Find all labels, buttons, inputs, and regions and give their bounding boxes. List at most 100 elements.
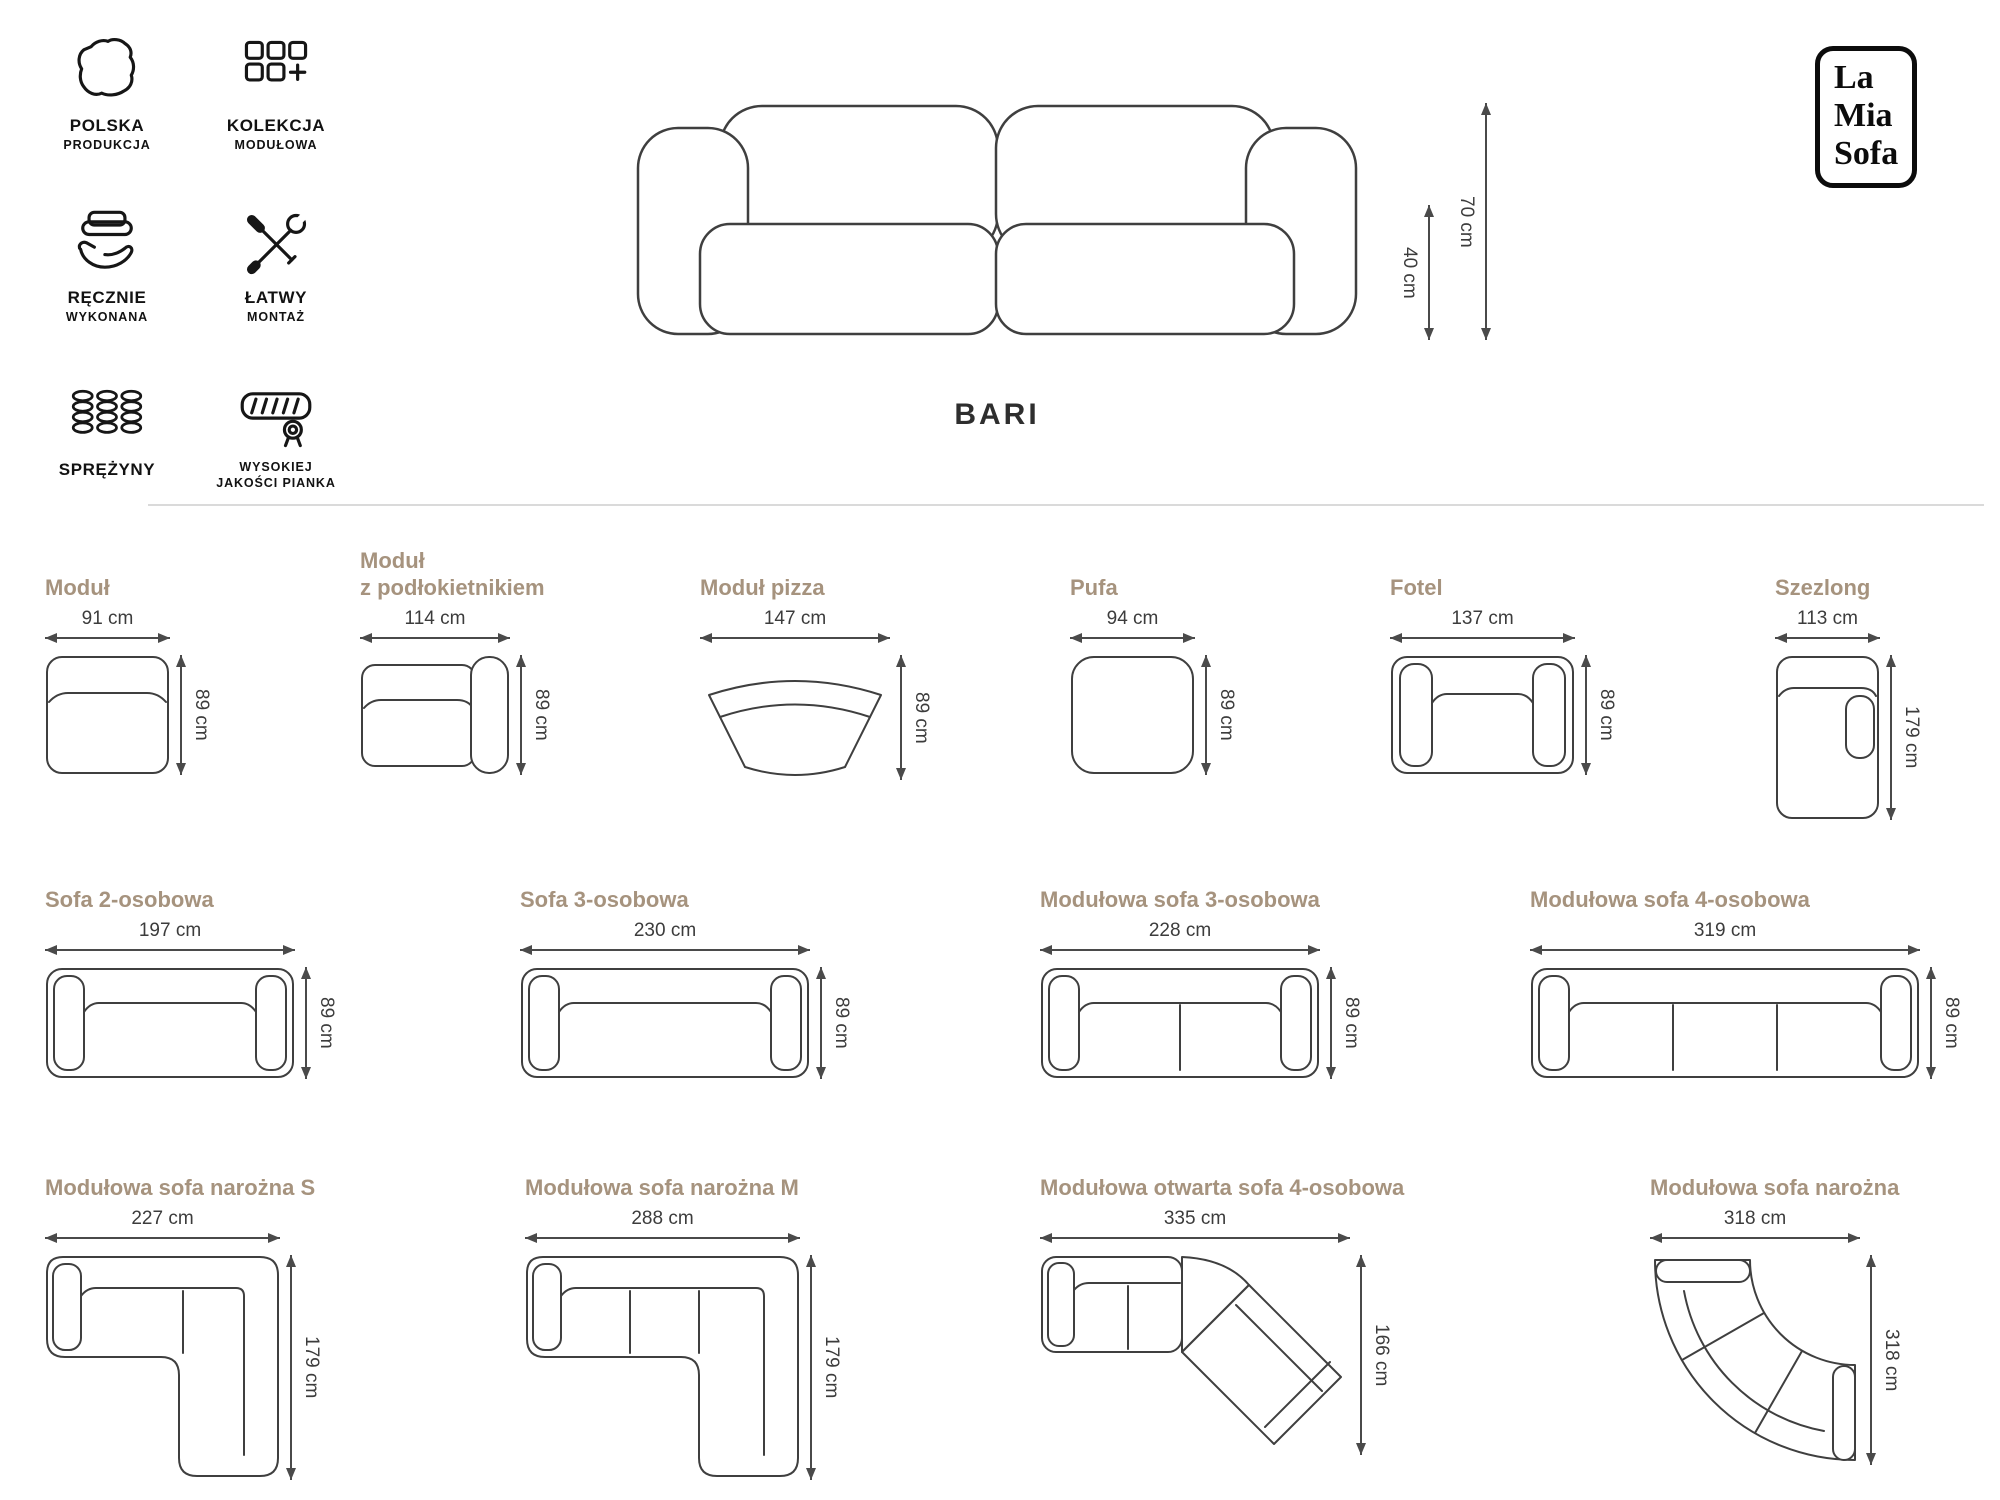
vertical-arrow bbox=[1480, 103, 1491, 340]
module-drawing bbox=[1071, 656, 1194, 774]
width-dimension: 227 cm bbox=[45, 1208, 280, 1243]
horizontal-arrow bbox=[45, 944, 295, 955]
total-height-label: 70 cm bbox=[1456, 195, 1477, 248]
module-drawing bbox=[1041, 968, 1319, 1078]
width-dimension-label: 228 cm bbox=[1148, 920, 1212, 941]
feature-title: KOLEKCJA bbox=[226, 116, 326, 135]
product-title: BARI bbox=[954, 398, 1040, 431]
height-dimension-label: 89 cm bbox=[1941, 997, 1962, 1049]
width-dimension: 91 cm bbox=[45, 608, 170, 643]
module-name: Moduł z podłokietnikiem bbox=[360, 548, 545, 601]
horizontal-arrow bbox=[45, 1232, 280, 1243]
vertical-arrow bbox=[1200, 655, 1211, 775]
module-drawing bbox=[708, 680, 882, 776]
module-drawing bbox=[46, 968, 294, 1078]
horizontal-arrow bbox=[1390, 632, 1575, 643]
vertical-arrow bbox=[805, 1255, 816, 1480]
module-name: Fotel bbox=[1390, 575, 1443, 601]
feature-subtitle: MODUŁOWA bbox=[234, 138, 318, 152]
width-dimension-label: 227 cm bbox=[131, 1208, 194, 1229]
height-dimension-label: 89 cm bbox=[191, 689, 212, 741]
feature-subtitle: JAKOŚCI PIANKA bbox=[216, 476, 336, 490]
modular-collection-icon bbox=[244, 40, 308, 82]
width-dimension-label: 137 cm bbox=[1451, 608, 1514, 629]
vertical-arrow bbox=[1865, 1255, 1876, 1465]
height-dimension-label: 89 cm bbox=[531, 689, 552, 741]
horizontal-arrow bbox=[520, 944, 810, 955]
feature-title: WYSOKIEJ bbox=[239, 460, 313, 474]
feature-recznie-wykonana: RĘCZNIE WYKONANA bbox=[26, 206, 188, 352]
vertical-arrow bbox=[285, 1255, 296, 1480]
handmade-icon bbox=[77, 210, 134, 269]
height-dimension: 89 cm bbox=[1200, 655, 1237, 775]
width-dimension: 114 cm bbox=[360, 608, 510, 643]
horizontal-arrow bbox=[360, 632, 510, 643]
width-dimension: 147 cm bbox=[700, 608, 890, 643]
seat-height-dimension: 40 cm bbox=[1398, 205, 1434, 340]
module-name: Szezlong bbox=[1775, 575, 1871, 601]
module-drawing bbox=[361, 656, 509, 774]
width-dimension-label: 319 cm bbox=[1693, 920, 1757, 941]
horizontal-arrow bbox=[1070, 632, 1195, 643]
horizontal-arrow bbox=[1650, 1232, 1860, 1243]
width-dimension-label: 288 cm bbox=[631, 1208, 694, 1229]
height-dimension: 89 cm bbox=[1580, 655, 1617, 775]
width-dimension: 319 cm bbox=[1530, 920, 1920, 955]
height-dimension-label: 89 cm bbox=[831, 997, 852, 1049]
module-drawing bbox=[1391, 656, 1574, 774]
feature-kolekcja-modulowa: KOLEKCJA MODUŁOWA bbox=[188, 34, 364, 180]
vertical-arrow bbox=[1925, 967, 1936, 1079]
module-card-modul: Moduł 91 cm 89 cm bbox=[45, 540, 212, 775]
vertical-arrow bbox=[300, 967, 311, 1079]
module-name: Modułowa sofa narożna bbox=[1650, 1175, 1900, 1201]
height-dimension-label: 179 cm bbox=[1901, 706, 1922, 769]
module-name: Modułowa sofa narożna M bbox=[525, 1175, 799, 1201]
horizontal-arrow bbox=[1530, 944, 1920, 955]
module-name: Pufa bbox=[1070, 575, 1118, 601]
horizontal-arrow bbox=[700, 632, 890, 643]
width-dimension: 228 cm bbox=[1040, 920, 1320, 955]
module-card-narozna-m: Modułowa sofa narożna M 288 cm 179 cm bbox=[525, 1140, 842, 1480]
height-dimension: 179 cm bbox=[1885, 655, 1922, 820]
height-dimension: 318 cm bbox=[1865, 1255, 1902, 1465]
vertical-arrow bbox=[895, 655, 906, 780]
horizontal-arrow bbox=[525, 1232, 800, 1243]
feature-title: RĘCZNIE bbox=[67, 288, 147, 307]
module-name: Modułowa sofa 3-osobowa bbox=[1040, 887, 1320, 913]
height-dimension: 166 cm bbox=[1355, 1255, 1392, 1455]
height-dimension-label: 179 cm bbox=[301, 1336, 322, 1399]
module-drawing bbox=[1776, 656, 1879, 819]
height-dimension-label: 89 cm bbox=[316, 997, 337, 1049]
height-dimension-label: 89 cm bbox=[1216, 689, 1237, 741]
module-drawing bbox=[46, 656, 169, 774]
horizontal-arrow bbox=[1775, 632, 1880, 643]
module-card-modulowa-sofa-3: Modułowa sofa 3-osobowa 228 cm 89 cm bbox=[1040, 852, 1362, 1079]
module-name: Sofa 2-osobowa bbox=[45, 887, 214, 913]
horizontal-arrow bbox=[1040, 1232, 1350, 1243]
horizontal-arrow bbox=[45, 632, 170, 643]
vertical-arrow bbox=[1325, 967, 1336, 1079]
feature-sprezyny: SPRĘŻYNY bbox=[26, 378, 188, 524]
feature-title: POLSKA bbox=[69, 116, 145, 135]
module-drawing bbox=[1041, 1256, 1342, 1445]
width-dimension: 318 cm bbox=[1650, 1208, 1860, 1243]
height-dimension: 179 cm bbox=[285, 1255, 322, 1480]
module-card-modul-z-podlokietnikiem: Moduł z podłokietnikiem 114 cm 89 cm bbox=[360, 540, 552, 775]
module-card-fotel: Fotel 137 cm 89 cm bbox=[1390, 540, 1617, 775]
feature-polska-produkcja: POLSKA PRODUKCJA bbox=[26, 34, 188, 180]
module-card-modul-pizza: Moduł pizza 147 cm 89 cm bbox=[700, 540, 932, 780]
feature-subtitle: WYKONANA bbox=[65, 310, 149, 324]
height-dimension: 89 cm bbox=[895, 655, 932, 780]
height-dimension-label: 89 cm bbox=[1341, 997, 1362, 1049]
vertical-arrow bbox=[175, 655, 186, 775]
module-name: Modułowa sofa 4-osobowa bbox=[1530, 887, 1810, 913]
feature-subtitle: PRODUKCJA bbox=[63, 138, 151, 152]
easy-assembly-icon bbox=[246, 208, 312, 275]
width-dimension-label: 147 cm bbox=[763, 608, 827, 629]
total-height-dimension: 70 cm bbox=[1455, 103, 1491, 340]
height-dimension: 89 cm bbox=[1925, 967, 1962, 1079]
module-drawing bbox=[46, 1256, 279, 1477]
module-name: Modułowa otwarta sofa 4-osobowa bbox=[1040, 1175, 1405, 1201]
vertical-arrow bbox=[1885, 655, 1896, 820]
